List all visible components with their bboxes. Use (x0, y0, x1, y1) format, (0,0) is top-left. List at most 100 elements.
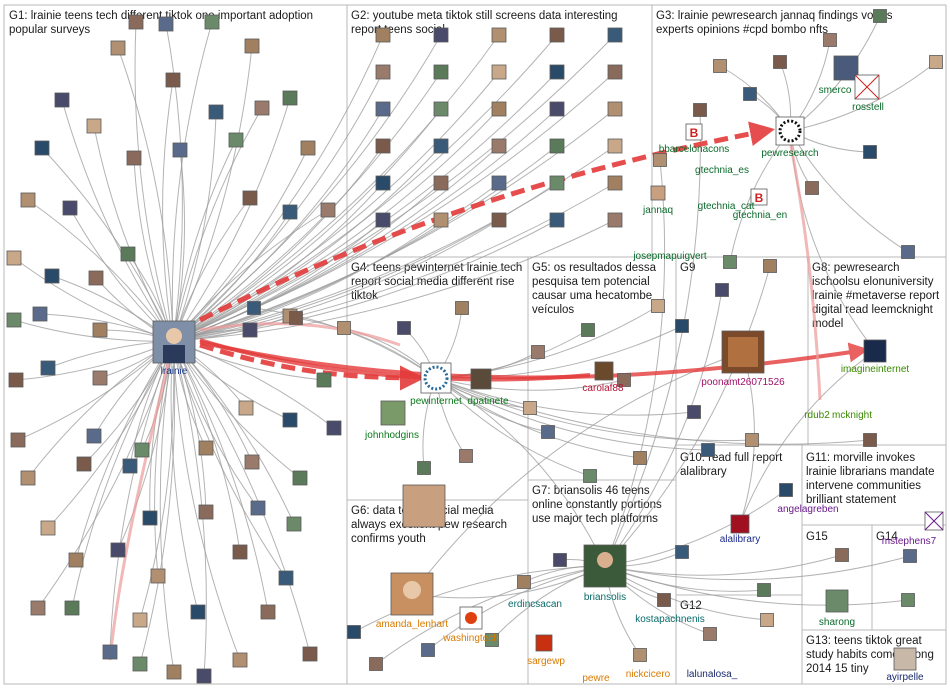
user-avatar[interactable] (607, 101, 623, 117)
user-avatar[interactable] (20, 192, 36, 208)
user-avatar[interactable] (485, 633, 499, 647)
user-avatar[interactable] (62, 200, 78, 216)
user-avatar[interactable] (433, 27, 449, 43)
user-avatar[interactable] (122, 458, 138, 474)
user-avatar[interactable] (244, 38, 260, 54)
user-avatar[interactable] (607, 212, 623, 228)
user-avatar[interactable] (633, 648, 647, 662)
user-avatar[interactable] (132, 656, 148, 672)
user-avatar[interactable] (282, 412, 298, 428)
user-avatar[interactable] (763, 259, 777, 273)
user-avatar[interactable] (805, 181, 819, 195)
user-avatar[interactable] (653, 153, 667, 167)
user-avatar[interactable] (901, 245, 915, 259)
user-avatar[interactable] (743, 87, 757, 101)
user-avatar[interactable] (20, 470, 36, 486)
user-avatar[interactable] (701, 443, 715, 457)
user-avatar[interactable] (142, 510, 158, 526)
user-avatar[interactable] (549, 101, 565, 117)
user-avatar[interactable] (232, 544, 248, 560)
user-avatar[interactable] (238, 400, 254, 416)
user-avatar[interactable] (32, 306, 48, 322)
user-avatar[interactable] (703, 627, 717, 641)
user-avatar[interactable] (64, 600, 80, 616)
user-avatar[interactable] (208, 104, 224, 120)
user-avatar[interactable] (254, 100, 270, 116)
user-avatar[interactable] (166, 664, 182, 680)
user-avatar[interactable] (128, 14, 144, 30)
sargewp-avatar[interactable] (535, 634, 553, 652)
user-avatar[interactable] (607, 64, 623, 80)
user-avatar[interactable] (773, 55, 787, 69)
user-avatar[interactable] (102, 644, 118, 660)
user-avatar[interactable] (282, 90, 298, 106)
user-avatar[interactable] (835, 548, 849, 562)
user-avatar[interactable] (421, 643, 435, 657)
user-avatar[interactable] (549, 27, 565, 43)
ayirpelle-avatar[interactable] (893, 647, 917, 671)
user-avatar[interactable] (713, 59, 727, 73)
user-avatar[interactable] (198, 504, 214, 520)
carolaf88-avatar[interactable] (594, 361, 614, 381)
user-avatar[interactable] (491, 212, 507, 228)
user-avatar[interactable] (693, 103, 707, 117)
user-avatar[interactable] (282, 204, 298, 220)
imagineinternet-avatar[interactable] (863, 339, 887, 363)
user-avatar[interactable] (8, 372, 24, 388)
user-avatar[interactable] (657, 593, 671, 607)
user-avatar[interactable] (863, 145, 877, 159)
user-avatar[interactable] (76, 456, 92, 472)
user-avatar[interactable] (417, 461, 431, 475)
user-avatar[interactable] (491, 64, 507, 80)
user-avatar[interactable] (375, 175, 391, 191)
user-avatar[interactable] (150, 568, 166, 584)
user-avatar[interactable] (517, 575, 531, 589)
sharong-avatar[interactable] (825, 589, 849, 613)
user-avatar[interactable] (459, 449, 473, 463)
user-avatar[interactable] (30, 600, 46, 616)
user-avatar[interactable] (375, 27, 391, 43)
user-avatar[interactable] (779, 483, 793, 497)
user-avatar[interactable] (369, 657, 383, 671)
user-avatar[interactable] (651, 299, 665, 313)
bbarcelonacons-avatar[interactable] (685, 123, 703, 141)
user-avatar[interactable] (54, 92, 70, 108)
smerco-avatar[interactable] (833, 55, 859, 81)
user-avatar[interactable] (433, 64, 449, 80)
user-avatar[interactable] (232, 652, 248, 668)
user-avatar[interactable] (531, 345, 545, 359)
dpatinete-avatar[interactable] (470, 368, 492, 390)
user-avatar[interactable] (375, 101, 391, 117)
user-avatar[interactable] (757, 583, 771, 597)
user-avatar[interactable] (326, 420, 342, 436)
user-avatar[interactable] (433, 101, 449, 117)
user-avatar[interactable] (292, 470, 308, 486)
gtechnia-en-avatar[interactable] (750, 188, 768, 206)
user-avatar[interactable] (190, 604, 206, 620)
user-avatar[interactable] (34, 140, 50, 156)
user-avatar[interactable] (40, 520, 56, 536)
user-avatar[interactable] (286, 516, 302, 532)
user-avatar[interactable] (375, 212, 391, 228)
user-avatar[interactable] (300, 140, 316, 156)
user-avatar[interactable] (92, 322, 108, 338)
user-avatar[interactable] (375, 64, 391, 80)
user-avatar[interactable] (228, 132, 244, 148)
user-avatar[interactable] (337, 321, 351, 335)
user-avatar[interactable] (491, 27, 507, 43)
user-avatar[interactable] (68, 552, 84, 568)
user-avatar[interactable] (6, 312, 22, 328)
user-avatar[interactable] (126, 150, 142, 166)
user-avatar[interactable] (541, 425, 555, 439)
user-avatar[interactable] (278, 570, 294, 586)
user-avatar[interactable] (6, 250, 22, 266)
user-avatar[interactable] (607, 138, 623, 154)
user-avatar[interactable] (86, 428, 102, 444)
user-avatar[interactable] (347, 625, 361, 639)
user-avatar[interactable] (491, 138, 507, 154)
user-avatar[interactable] (242, 322, 258, 338)
user-avatar[interactable] (110, 542, 126, 558)
user-avatar[interactable] (110, 40, 126, 56)
user-avatar[interactable] (320, 202, 336, 218)
user-avatar[interactable] (723, 255, 737, 269)
